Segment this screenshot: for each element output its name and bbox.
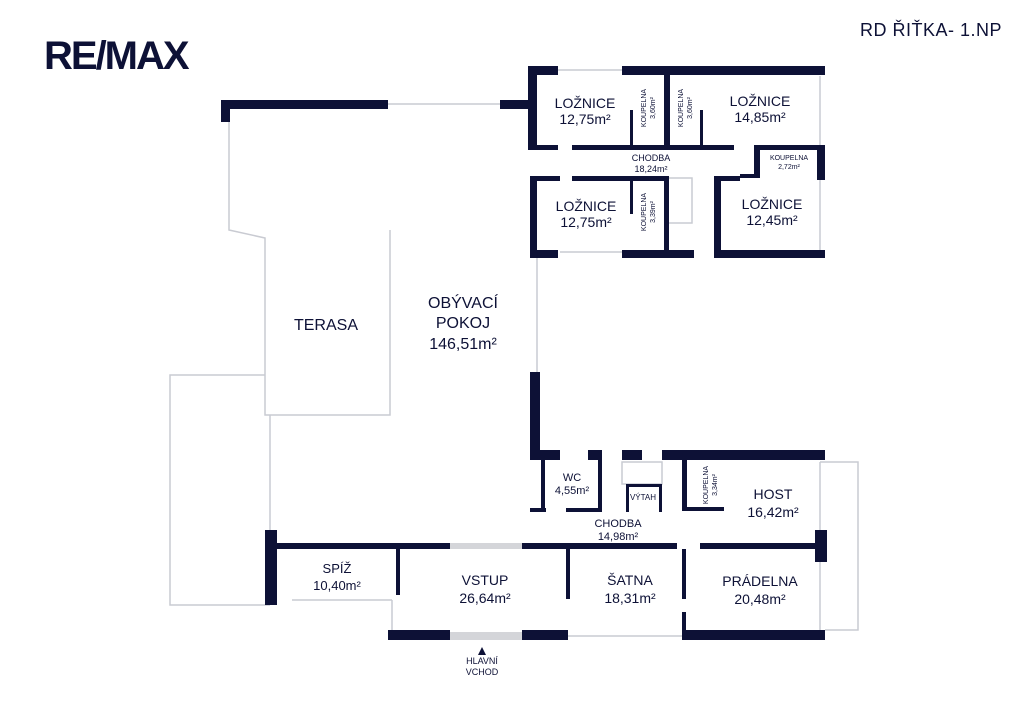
room-wc-area: 4,55m² bbox=[555, 485, 590, 497]
room-host: HOST bbox=[754, 486, 793, 502]
room-obyvaci-2: POKOJ bbox=[436, 315, 490, 332]
remax-logo: RE/MAX bbox=[44, 34, 190, 78]
room-loznice-1: LOŽNICE bbox=[555, 95, 616, 111]
room-spiz: SPÍŽ bbox=[323, 561, 352, 576]
room-vstup-area: 26,64m² bbox=[459, 590, 511, 606]
room-loznice-2-area: 14,85m² bbox=[734, 109, 786, 125]
room-koupelna-2: KOUPELNA bbox=[678, 89, 685, 127]
room-koupelna-5: KOUPELNA bbox=[703, 466, 710, 504]
room-loznice-4-area: 12,45m² bbox=[746, 212, 798, 228]
room-loznice-4: LOŽNICE bbox=[742, 196, 803, 212]
room-koupelna-1-area: 3,60m² bbox=[650, 96, 657, 118]
walls bbox=[221, 66, 827, 640]
plan-title: RD ŘIŤKA- 1.NP bbox=[859, 20, 1002, 40]
room-wc: WC bbox=[563, 472, 581, 484]
room-chodba-1: CHODBA bbox=[632, 153, 671, 163]
room-koupelna-4-area: 3,39m² bbox=[650, 200, 657, 222]
room-chodba-2-area: 14,98m² bbox=[598, 531, 639, 543]
room-terasa: TERASA bbox=[294, 317, 358, 334]
entrance-arrow-icon bbox=[478, 647, 486, 655]
room-koupelna-3-area: 2,72m² bbox=[778, 164, 800, 171]
room-chodba-1-area: 18,24m² bbox=[634, 164, 667, 174]
room-satna-area: 18,31m² bbox=[604, 590, 656, 606]
room-host-area: 16,42m² bbox=[747, 504, 799, 520]
room-pradelna: PRÁDELNA bbox=[722, 573, 798, 589]
room-satna: ŠATNA bbox=[607, 572, 653, 588]
entrance-label-2: VCHOD bbox=[466, 667, 499, 677]
room-obyvaci-area: 146,51m² bbox=[429, 336, 497, 353]
room-koupelna-4: KOUPELNA bbox=[641, 193, 648, 231]
room-koupelna-2-area: 3,60m² bbox=[687, 96, 694, 118]
room-pradelna-area: 20,48m² bbox=[734, 591, 786, 607]
room-obyvaci-1: OBÝVACÍ bbox=[428, 293, 499, 312]
room-loznice-3-area: 12,75m² bbox=[560, 214, 612, 230]
room-loznice-3: LOŽNICE bbox=[556, 198, 617, 214]
room-loznice-2: LOŽNICE bbox=[730, 93, 791, 109]
thin-outlines bbox=[169, 69, 859, 637]
room-spiz-area: 10,40m² bbox=[313, 578, 361, 593]
room-koupelna-3: KOUPELNA bbox=[770, 155, 808, 162]
room-vytah: VÝTAH bbox=[630, 493, 656, 502]
room-vstup: VSTUP bbox=[462, 572, 509, 588]
room-loznice-1-area: 12,75m² bbox=[559, 111, 611, 127]
room-koupelna-1: KOUPELNA bbox=[641, 89, 648, 127]
room-koupelna-5-area: 3,34m² bbox=[712, 473, 719, 495]
room-chodba-2: CHODBA bbox=[594, 518, 642, 530]
entrance-label-1: HLAVNÍ bbox=[466, 656, 498, 666]
